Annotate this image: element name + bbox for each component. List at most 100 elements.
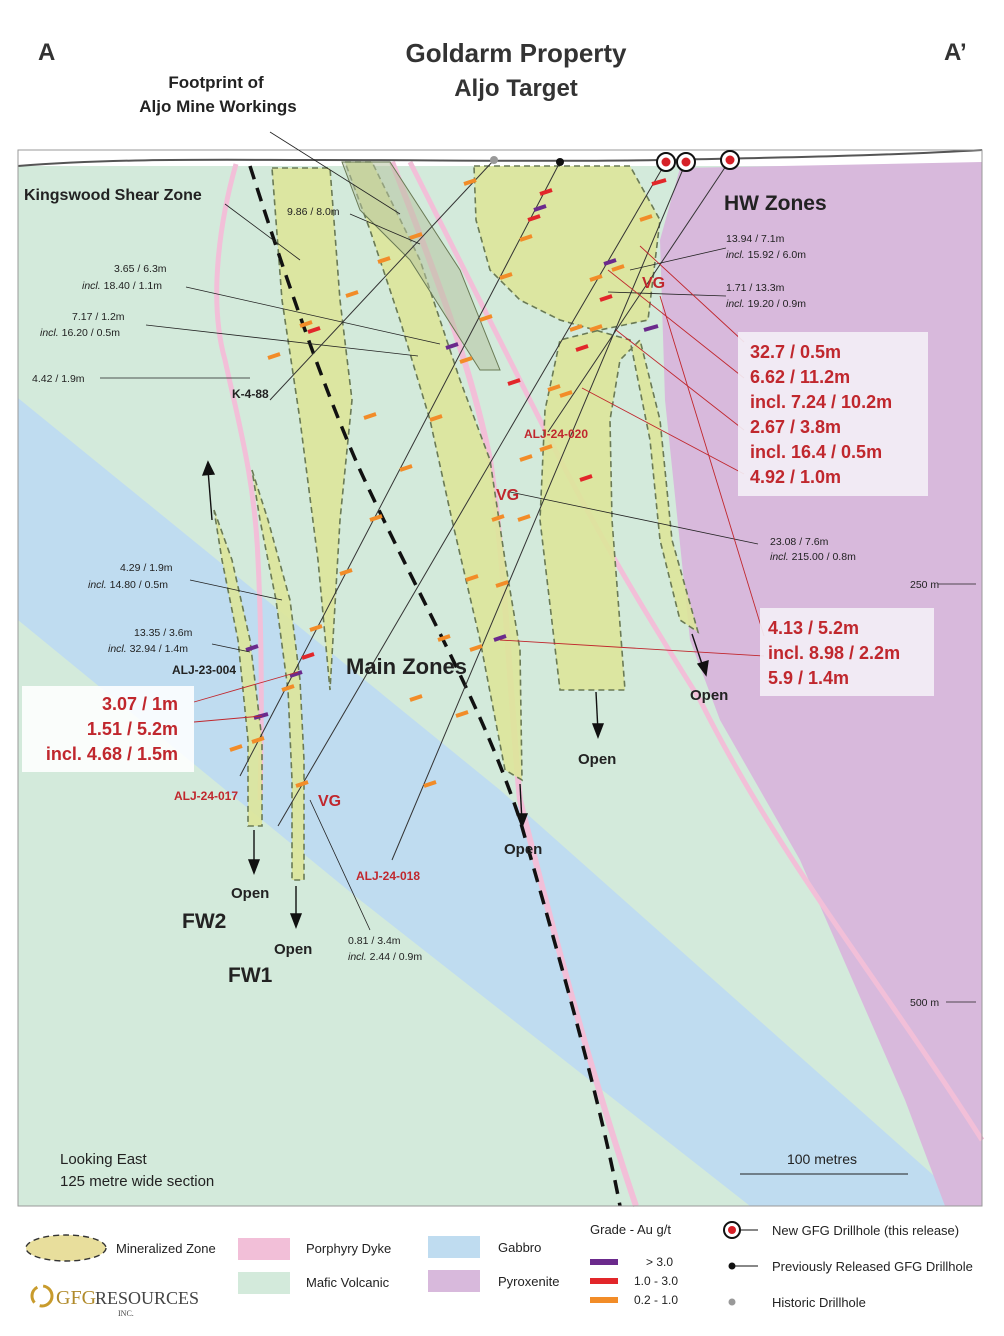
open-label-fw2: Open xyxy=(231,885,269,902)
depth-500-label: 500 m xyxy=(910,997,939,1009)
drillhole-label-k488: K-4-88 xyxy=(232,387,269,401)
callout-fw-line-1: 3.07 / 1m xyxy=(102,694,178,714)
open-label-main: Open xyxy=(504,841,542,858)
ground-surface xyxy=(17,149,983,167)
intercept-label-5b: incl. 15.92 / 6.0m xyxy=(726,249,806,261)
callout-hw-line-4: 2.67 / 3.8m xyxy=(750,417,841,437)
callout-box-fw xyxy=(22,686,194,772)
logo-resources: RESOURCES xyxy=(95,1288,199,1308)
legend-swatch-prev-hole xyxy=(728,1262,758,1270)
legend-swatch-hist-hole xyxy=(728,1298,736,1306)
scale-label: 100 metres xyxy=(787,1151,857,1167)
intercept-label-7a: 23.08 / 7.6m xyxy=(770,536,829,548)
legend-label-pyroxenite: Pyroxenite xyxy=(498,1274,559,1289)
intercept-label-1: 9.86 / 8.0m xyxy=(287,206,340,218)
open-label-central: Open xyxy=(578,751,616,768)
new-collar-alj24018 xyxy=(676,152,696,172)
drillhole-label-alj24018: ALJ-24-018 xyxy=(356,869,420,883)
looking-east-label: Looking East xyxy=(60,1151,148,1168)
open-label-fw1: Open xyxy=(274,941,312,958)
drillhole-trace-alj24018 xyxy=(391,161,687,861)
intercept-label-3b: incl. 16.20 / 0.5m xyxy=(40,327,120,339)
callout-box-hw xyxy=(738,332,928,496)
kingswood-label: Kingswood Shear Zone xyxy=(24,187,202,204)
legend-swatch-gabbro xyxy=(428,1236,480,1258)
callout-leaders xyxy=(193,245,765,723)
legend-label-grade-low: 0.2 - 1.0 xyxy=(634,1293,678,1307)
intercept-label-9b: incl. 32.94 / 1.4m xyxy=(108,643,188,655)
callout-hw-line-1: 32.7 / 0.5m xyxy=(750,342,841,362)
section-marker-a-prime: A’ xyxy=(944,39,967,66)
legend-label-grade-mid: 1.0 - 3.0 xyxy=(634,1274,678,1288)
legend-label-mineralized: Mineralized Zone xyxy=(116,1241,216,1256)
logo-gfg: GFG xyxy=(56,1287,96,1309)
drillhole-label-alj23004: ALJ-23-004 xyxy=(172,663,236,677)
intercept-label-2b: incl. 18.40 / 1.1m xyxy=(82,280,162,292)
drillhole-label-alj24020: ALJ-24-020 xyxy=(524,427,588,441)
callout-fw-line-2: 1.51 / 5.2m xyxy=(87,719,178,739)
gfg-logo-icon xyxy=(30,1284,54,1308)
kingswood-shear-zone xyxy=(248,165,622,1207)
open-arrows xyxy=(201,460,709,929)
section-marker-a: A xyxy=(38,39,55,66)
open-label-hw: Open xyxy=(690,687,728,704)
depth-250-label: 250 m xyxy=(910,579,939,591)
footprint-label-line1: Footprint of xyxy=(168,73,264,92)
legend-swatch-new-hole xyxy=(723,1221,758,1239)
legend-swatch-mineralized xyxy=(25,1234,107,1262)
callout-fw-line-3: incl. 4.68 / 1.5m xyxy=(46,744,178,764)
legend-swatch-porphyry xyxy=(238,1238,290,1260)
drillhole-label-alj24017: ALJ-24-017 xyxy=(174,789,238,803)
section-frame xyxy=(17,149,983,1207)
intercept-label-9a: 13.35 / 3.6m xyxy=(134,627,193,639)
leader-lines xyxy=(100,131,976,1003)
vg-label-main: VG xyxy=(496,487,519,504)
callout-hw-line-2: 6.62 / 11.2m xyxy=(750,367,850,387)
drillhole-trace-k488 xyxy=(269,159,495,401)
collars xyxy=(490,150,740,172)
logo-inc: INC. xyxy=(118,1309,134,1318)
legend-swatch-mafic xyxy=(238,1272,290,1294)
porphyry-dyke-west xyxy=(214,163,264,801)
callout-main-line-2: incl. 8.98 / 2.2m xyxy=(768,643,900,663)
mineralized-zone-kingswood xyxy=(271,167,353,691)
legend-label-prev-hole: Previously Released GFG Drillhole xyxy=(772,1259,973,1274)
footprint-label-line2: Aljo Mine Workings xyxy=(139,97,296,116)
main-zones-label: Main Zones xyxy=(346,654,467,679)
title-target: Aljo Target xyxy=(454,75,578,102)
assay-intercepts xyxy=(229,178,667,788)
grade-mid-intercepts xyxy=(301,178,667,660)
historic-collar-k488 xyxy=(490,156,498,164)
intercept-label-2a: 3.65 / 6.3m xyxy=(114,263,167,275)
new-collar-alj24020 xyxy=(720,150,740,170)
legend-label-gabbro: Gabbro xyxy=(498,1240,541,1255)
legend-swatch-pyroxenite xyxy=(428,1270,480,1292)
intercept-label-6a: 1.71 / 13.3m xyxy=(726,282,785,294)
previous-collar-alj23004 xyxy=(556,158,564,166)
legend-grade-title: Grade - Au g/t xyxy=(590,1222,671,1237)
vg-label-hw: VG xyxy=(642,275,665,292)
gabbro-unit xyxy=(18,398,968,1206)
intercept-label-8a: 4.29 / 1.9m xyxy=(120,562,173,574)
intercept-label-8b: incl. 14.80 / 0.5m xyxy=(88,579,168,591)
mine-workings-footprint xyxy=(341,161,501,371)
intercept-label-10a: 0.81 / 3.4m xyxy=(348,935,401,947)
legend-label-hist-hole: Historic Drillhole xyxy=(772,1295,866,1310)
intercept-label-6b: incl. 19.20 / 0.9m xyxy=(726,298,806,310)
drillhole-trace-alj24017 xyxy=(277,161,667,827)
fw1-label: FW1 xyxy=(228,964,273,987)
intercept-label-3a: 7.17 / 1.2m xyxy=(72,311,125,323)
legend-label-porphyry: Porphyry Dyke xyxy=(306,1241,391,1256)
intercept-label-4: 4.42 / 1.9m xyxy=(32,373,85,385)
intercept-label-7b: incl. 215.00 / 0.8m xyxy=(770,551,856,563)
mineralized-zone-aljo xyxy=(343,161,523,782)
callout-main-line-1: 4.13 / 5.2m xyxy=(768,618,859,638)
grade-low-intercepts xyxy=(229,178,653,788)
porphyry-dyke-east xyxy=(407,160,985,1142)
callout-hw-text: 32.7 / 0.5m 6.62 / 11.2m incl. 7.24 / 10… xyxy=(750,342,892,487)
grade-high-intercepts xyxy=(245,204,659,720)
legend-label-mafic: Mafic Volcanic xyxy=(306,1275,390,1290)
drillhole-trace-alj24020 xyxy=(547,159,731,433)
section-width-label: 125 metre wide section xyxy=(60,1173,214,1190)
